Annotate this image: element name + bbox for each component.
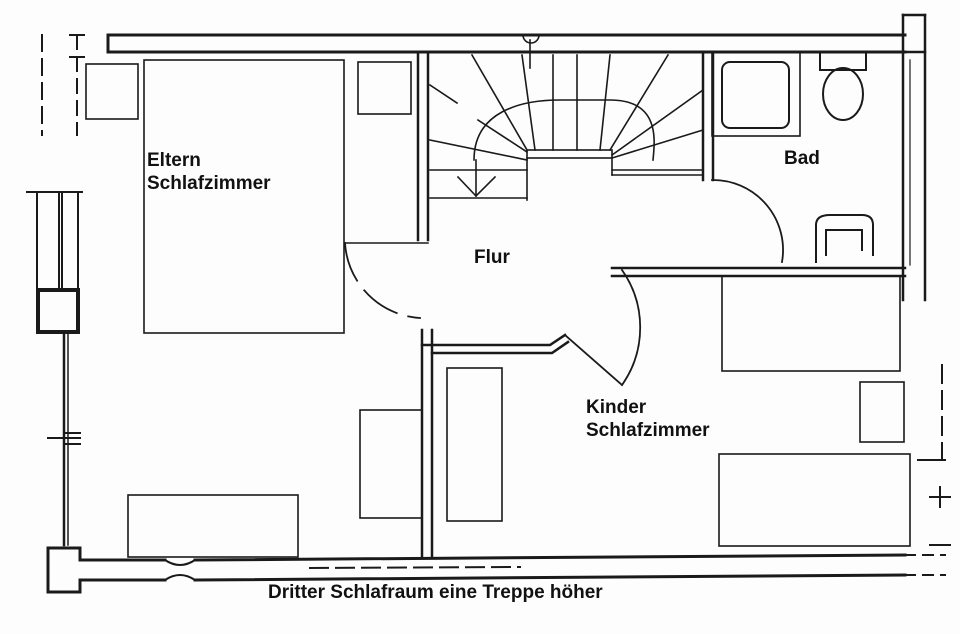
exterior-wall-left (26, 34, 85, 547)
exterior-wall-right (901, 13, 927, 302)
room-label-eltern-schlafzimmer: Eltern Schlafzimmer (147, 150, 271, 196)
room-label-line2: Schlafzimmer (147, 172, 271, 194)
staircase (428, 34, 705, 201)
interior-walls (344, 50, 907, 560)
room-label-line2: Schlafzimmer (586, 419, 710, 441)
door-swings (344, 179, 784, 387)
exterior-wall-bottom (46, 546, 946, 594)
room-label-bad: Bad (784, 148, 820, 169)
footer-note: Dritter Schlafraum eine Treppe höher (268, 582, 603, 603)
furniture (85, 59, 911, 558)
room-label-flur: Flur (474, 247, 510, 268)
room-label-kinder-schlafzimmer: Kinder Schlafzimmer (586, 397, 710, 443)
room-label-line1: Eltern (147, 150, 201, 171)
bath-fixtures (711, 51, 874, 263)
exterior-wall-top (106, 33, 907, 54)
room-label-line1: Kinder (586, 397, 647, 418)
exterior-window-right (917, 364, 951, 546)
